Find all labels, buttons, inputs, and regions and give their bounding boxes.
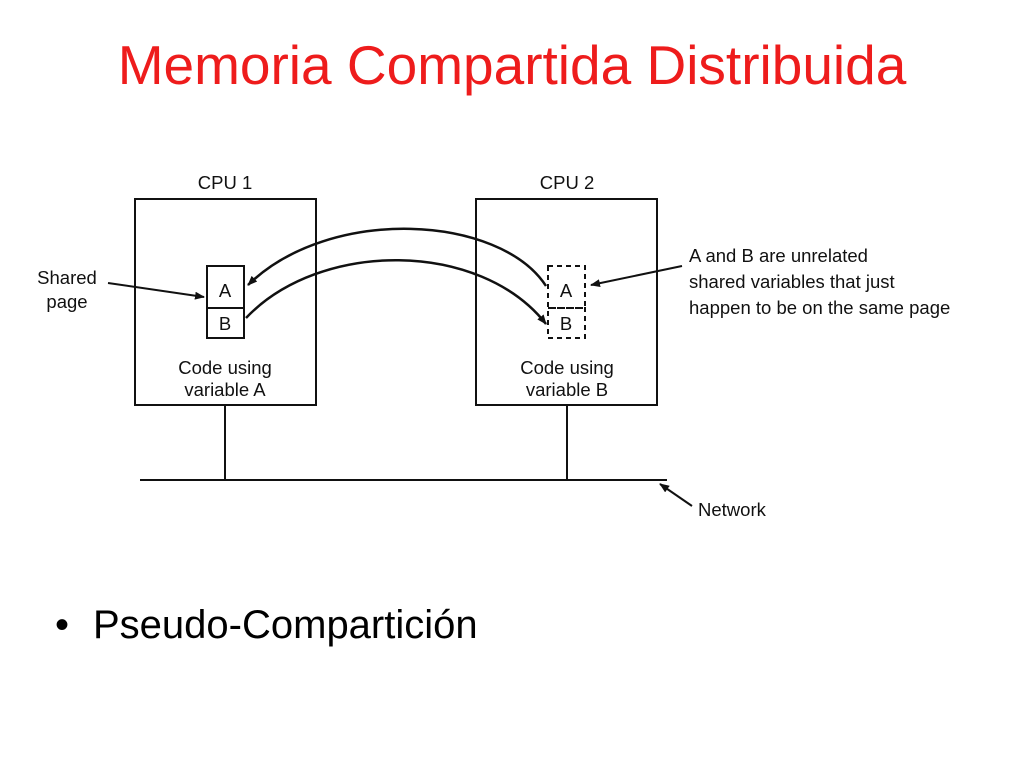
unrelated-vars-callout: A and B are unrelated shared variables t… [590,245,950,318]
cpu1-shared-page: A B [206,265,245,339]
shared-page-pointer-arrow [107,282,205,300]
cpu1-var-b: B [219,313,231,334]
unrelated-note-line1: A and B are unrelated [689,245,868,266]
network-label: Network [698,499,767,520]
cpu2-var-b: B [560,313,572,334]
cpu2-node: CPU 2 A B Code using variable B [475,172,658,480]
cpu1-label: CPU 1 [198,172,253,193]
cpu1-node: CPU 1 A B Code using variable A [134,172,317,480]
cpu2-code-line1: Code using [520,357,614,378]
bullet-marker: • [55,603,70,647]
cpu2-var-a: A [560,280,573,301]
network-bus: Network [140,479,767,520]
shared-page-label-line1: Shared [37,267,97,288]
cpu1-code-line2: variable A [184,379,266,400]
cpu1-code-line1: Code using [178,357,272,378]
cpu2-page-cell-b [547,307,586,339]
cpu2-code-line2: variable B [526,379,608,400]
cpu1-page-cell-b [206,307,245,339]
cpu1-var-a: A [219,280,232,301]
unrelated-note-pointer-arrow [590,265,683,288]
bullet-text: Pseudo-Compartición [93,603,478,647]
network-pointer-arrow [659,483,693,507]
slide-title: Memoria Compartida Distribuida [117,34,907,96]
cpu2-page-cell-a [547,265,586,309]
unrelated-note-line3: happen to be on the same page [689,297,950,318]
cpu2-label: CPU 2 [540,172,595,193]
unrelated-note-line2: shared variables that just [689,271,895,292]
shared-page-callout: Shared page [37,267,205,312]
page-transfer-arrow-to-cpu2 [245,259,547,325]
cpu2-shared-page: A B [547,265,586,339]
shared-page-label-line2: page [46,291,87,312]
bullet-item: • Pseudo-Compartición [55,600,478,650]
page-transfer-arrow-to-cpu1 [247,227,548,287]
